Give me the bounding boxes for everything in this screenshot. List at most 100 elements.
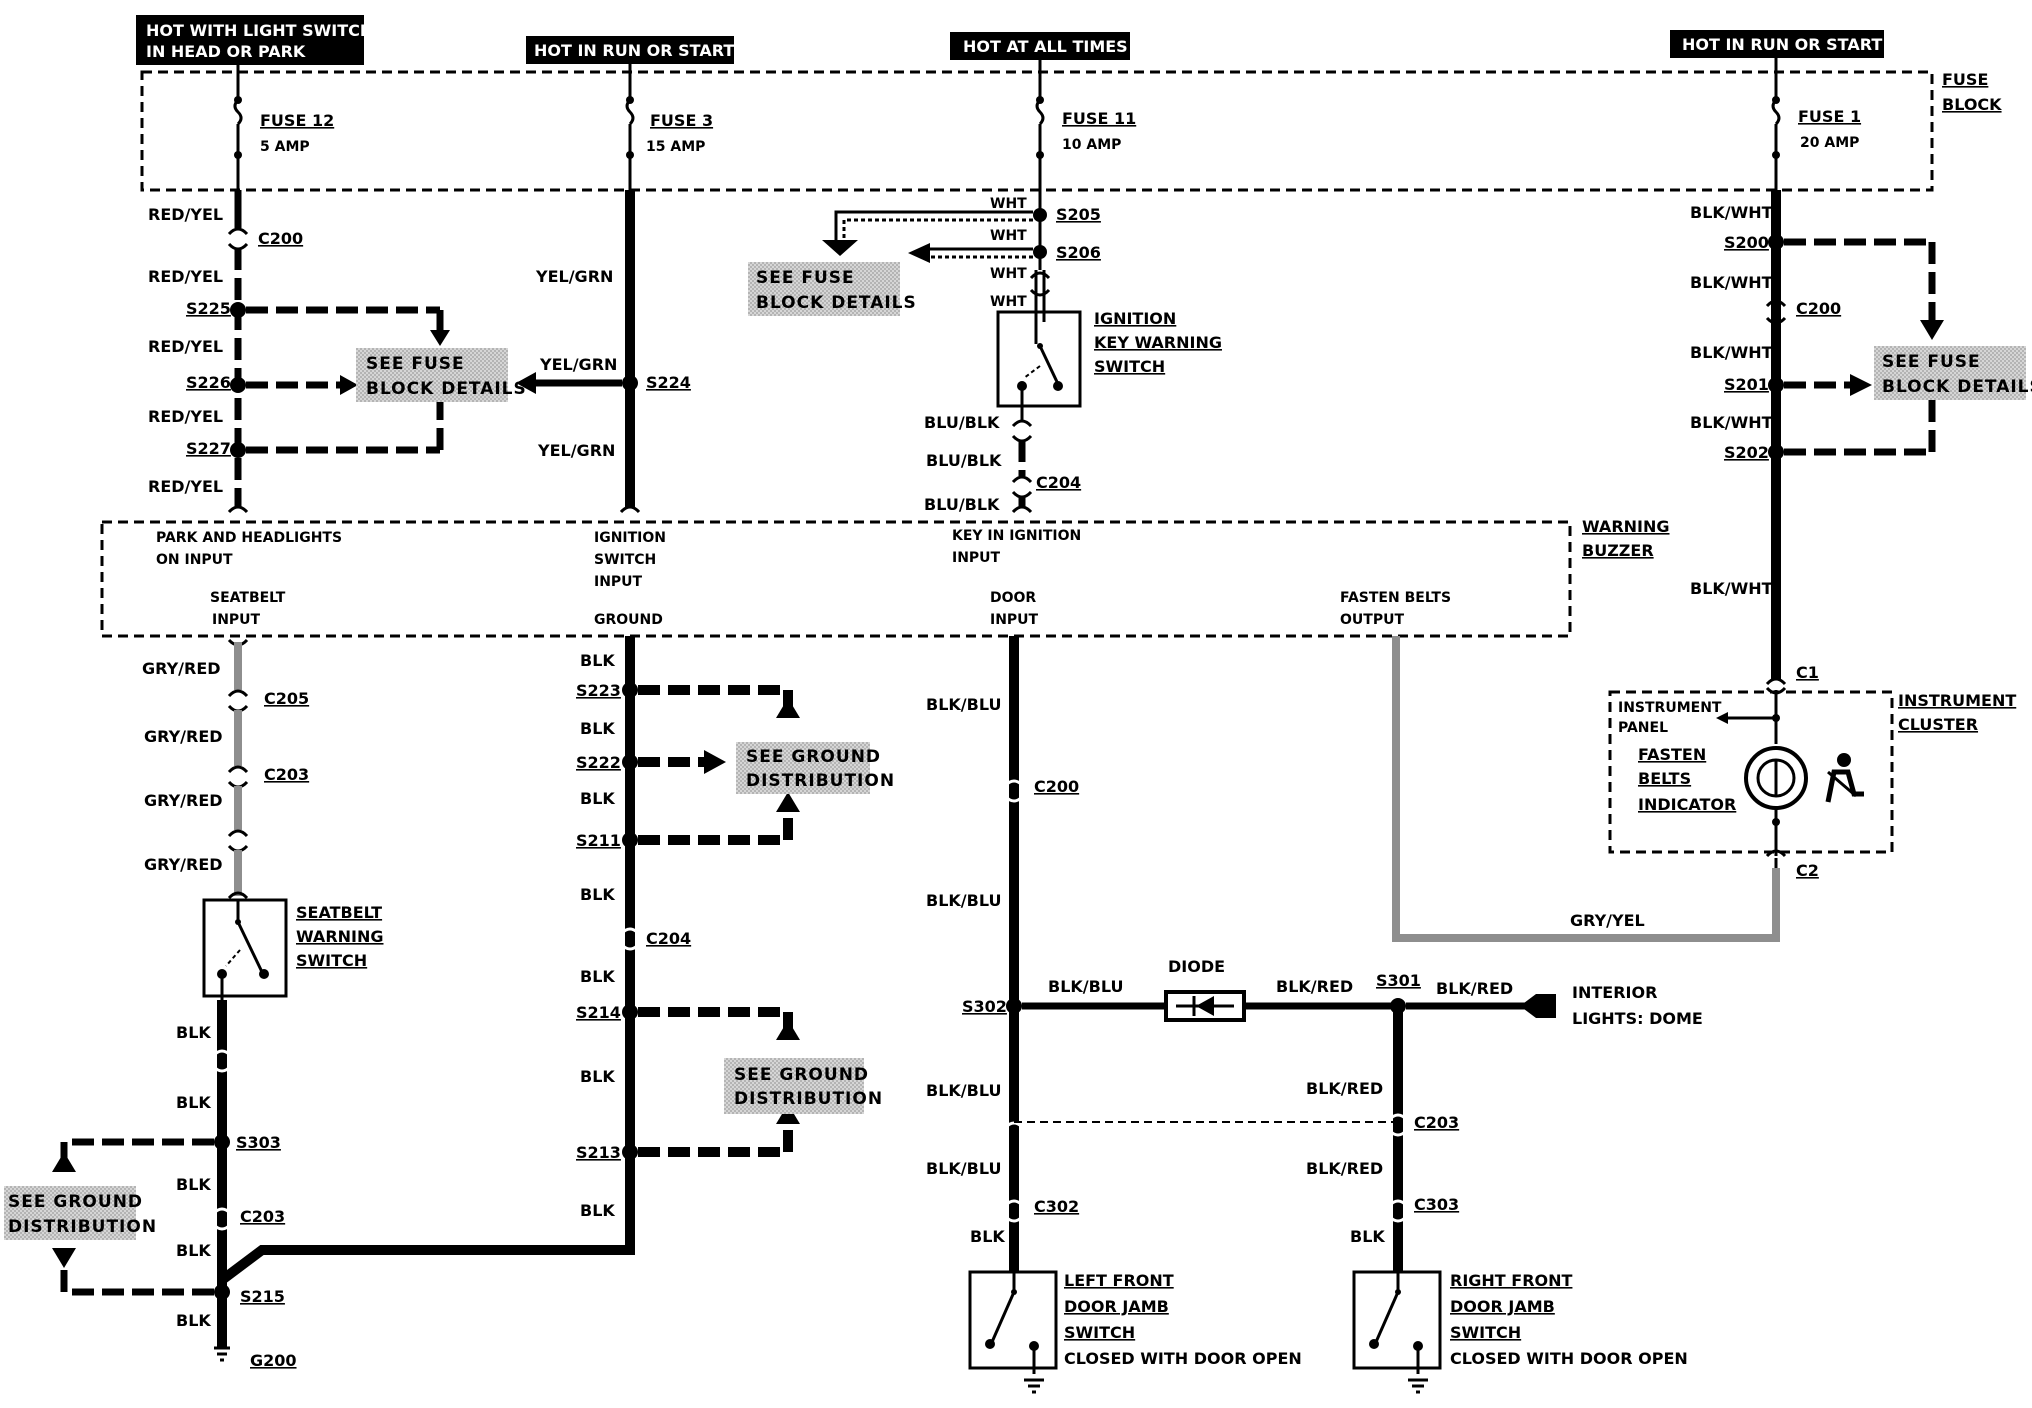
fuse-11-rating: 10 AMP [1062,137,1121,153]
wire-label: BLK [580,719,615,738]
buzzer-key-input: KEY IN IGNITION [952,528,1081,544]
fuse-block-box [140,70,1934,192]
splice-s224: S224 [646,373,691,392]
instrument-cluster-label-2: CLUSTER [1898,715,1978,734]
connector-c204: C204 [1036,473,1081,492]
svg-text:SEE GROUND: SEE GROUND [734,1065,869,1085]
splice-s225: S225 [186,299,231,318]
splice-s213: S213 [576,1143,621,1162]
header-hot-run-start-b: HOT IN RUN OR START [1670,30,1884,58]
fasten-belts-indicator-label: FASTEN [1638,745,1706,764]
wire-label: GRY/RED [142,659,221,678]
ignition-key-warning-switch [996,300,1082,408]
splice-s302: S302 [962,997,1007,1016]
fuse-block-label-2: BLOCK [1942,95,2002,114]
buzzer-door-input-2: INPUT [990,612,1039,628]
ground-g200: G200 [250,1351,297,1370]
wire-label: GRY/YEL [1570,911,1645,930]
wire-label: BLK [580,1067,615,1086]
wire-label: BLK/WHT [1690,579,1773,598]
fuse-12-name: FUSE 12 [260,111,334,130]
seatbelt-switch-label-3: SWITCH [296,951,367,970]
wire-label: BLK/WHT [1690,343,1773,362]
buzzer-park-input: PARK AND HEADLIGHTS [156,530,342,546]
fuse-1: FUSE 1 20 AMP [1771,58,1861,190]
fuse-3-name: FUSE 3 [650,111,713,130]
right-door-switch-label-4: CLOSED WITH DOOR OPEN [1450,1349,1688,1368]
splice-s205: S205 [1056,205,1101,224]
svg-text:BLOCK DETAILS: BLOCK DETAILS [1882,377,2032,397]
wire-label: BLK [176,1311,211,1330]
wire-label: RED/YEL [148,205,223,224]
wire-label: BLK [580,885,615,904]
svg-text:HOT IN RUN OR START: HOT IN RUN OR START [534,41,734,60]
fasten-belts-indicator-label-2: BELTS [1638,769,1691,788]
fuse-12-rating: 5 AMP [260,139,310,155]
svg-text:IN HEAD OR PARK: IN HEAD OR PARK [146,42,306,61]
splice-s301: S301 [1376,971,1421,990]
splice-s200: S200 [1724,233,1769,252]
splice-s215: S215 [240,1287,285,1306]
connector-c2: C2 [1796,861,1819,880]
fuse-3-rating: 15 AMP [646,139,705,155]
see-fuse-block-details-center: SEE FUSE BLOCK DETAILS [748,262,916,316]
wire-label: BLK/RED [1306,1159,1383,1178]
connector-c200: C200 [1034,777,1079,796]
connector-c303: C303 [1414,1195,1459,1214]
header-hot-run-start-a: HOT IN RUN OR START [526,36,734,64]
fuse-3: FUSE 3 15 AMP [625,64,713,190]
splice-s202: S202 [1724,443,1769,462]
see-ground-distribution-mid-lower: SEE GROUND DISTRIBUTION [724,1058,882,1114]
splice-s227: S227 [186,439,231,458]
wire-label: YEL/GRN [535,267,613,286]
buzzer-ground: GROUND [594,612,663,628]
circuit-blk-wht [1765,190,1944,686]
left-front-door-jamb-switch [968,1270,1058,1394]
right-door-switch-label-1: RIGHT FRONT [1450,1271,1573,1290]
header-hot-all-times: HOT AT ALL TIMES [950,32,1130,60]
diode [1164,990,1246,1022]
wire-label: RED/YEL [148,477,223,496]
interior-lights-label: INTERIOR [1572,983,1657,1002]
splice-s214: S214 [576,1003,621,1022]
connector-c203: C203 [264,765,309,784]
warning-buzzer-label-2: BUZZER [1582,541,1654,560]
see-ground-distribution-left: SEE GROUND DISTRIBUTION [4,1186,157,1240]
left-door-switch-label-3: SWITCH [1064,1323,1135,1342]
circuit-blk-red [1014,994,1556,1272]
fuse-12: FUSE 12 5 AMP [233,60,334,190]
left-door-switch-label-2: DOOR JAMB [1064,1297,1169,1316]
connector-c204: C204 [646,929,691,948]
seatbelt-switch-label-1: SEATBELT [296,903,382,922]
diode-label: DIODE [1168,957,1225,976]
ignition-switch-label-3: SWITCH [1094,357,1165,376]
wire-label: WHT [990,196,1027,212]
splice-s226: S226 [186,373,231,392]
left-door-switch-label-4: CLOSED WITH DOOR OPEN [1064,1349,1302,1368]
wire-label: BLK/RED [1436,979,1513,998]
connector-c203: C203 [240,1207,285,1226]
wire-label: BLK/WHT [1690,203,1773,222]
wire-label: BLK [580,967,615,986]
buzzer-ign-input: IGNITION [594,530,666,546]
svg-text:DISTRIBUTION: DISTRIBUTION [8,1217,157,1237]
see-ground-distribution-mid-upper: SEE GROUND DISTRIBUTION [736,742,894,794]
svg-text:SEE GROUND: SEE GROUND [746,747,881,767]
wire-label: BLU/BLK [924,495,1000,514]
wire-label: GRY/RED [144,791,223,810]
buzzer-fasten-output-2: OUTPUT [1340,612,1404,628]
wire-label: BLK [580,651,615,670]
svg-text:SEE GROUND: SEE GROUND [8,1192,143,1212]
wire-label: RED/YEL [148,407,223,426]
wire-label: BLK/BLU [1048,977,1123,996]
wire-label: BLK/BLU [926,1081,1001,1100]
splice-s201: S201 [1724,375,1769,394]
wire-label: GRY/RED [144,855,223,874]
circuit-blu-blk [1011,406,1033,514]
instrument-panel-label-2: PANEL [1618,720,1668,736]
buzzer-seatbelt-input-2: INPUT [212,612,261,628]
fuse-1-name: FUSE 1 [1798,107,1861,126]
wire-label: BLK [176,1175,211,1194]
left-door-switch-label-1: LEFT FRONT [1064,1271,1174,1290]
